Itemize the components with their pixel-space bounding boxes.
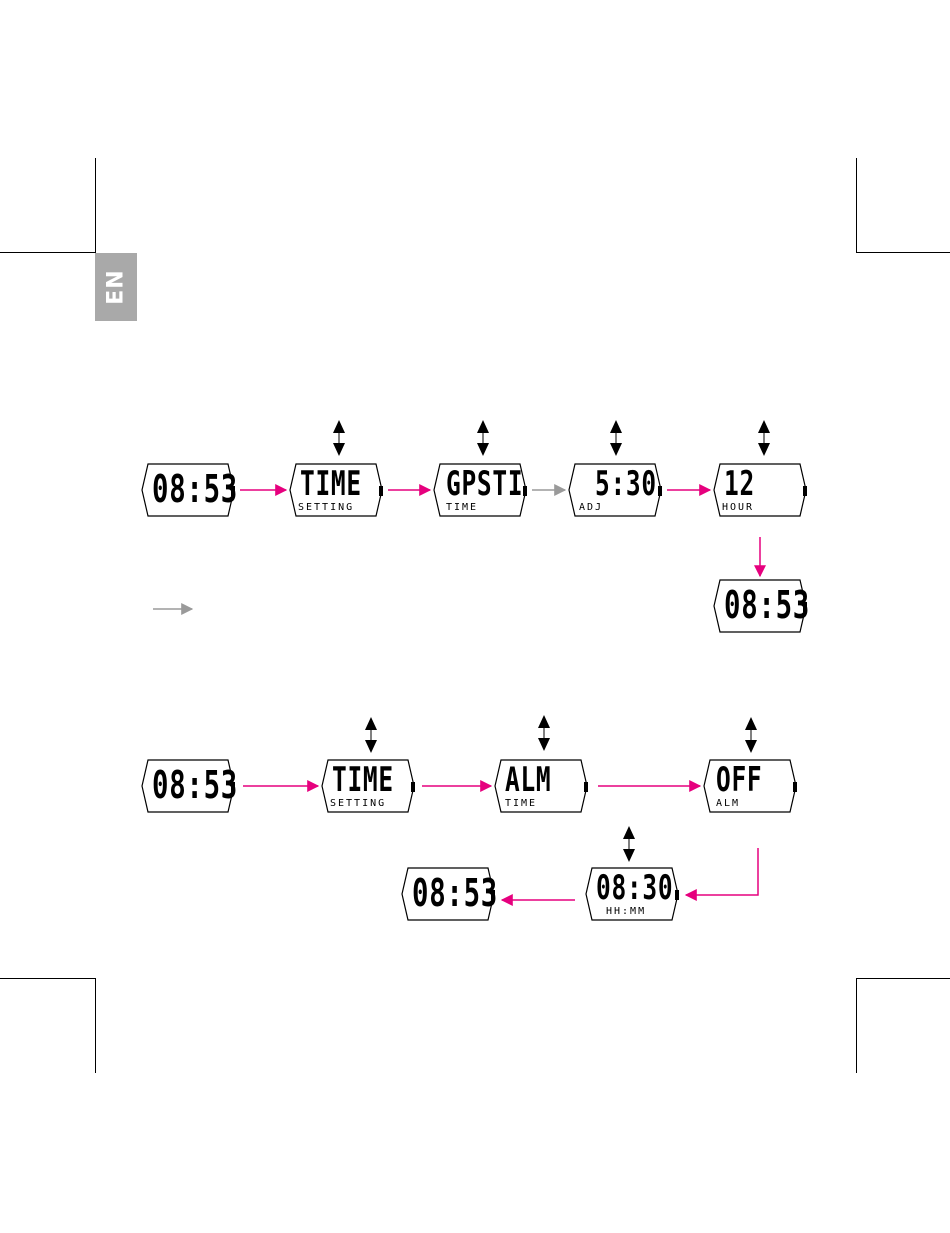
up-down-arrows-icon xyxy=(623,826,635,862)
up-down-arrows-icon xyxy=(365,717,377,753)
up-down-arrows-icon xyxy=(538,715,550,751)
up-down-arrows-icon xyxy=(333,420,345,456)
up-down-arrows-icon xyxy=(477,420,489,456)
up-down-arrows-icon xyxy=(610,420,622,456)
flow-arrow xyxy=(686,848,758,895)
up-down-arrows-icon xyxy=(758,420,770,456)
up-down-arrows-icon xyxy=(745,717,757,753)
